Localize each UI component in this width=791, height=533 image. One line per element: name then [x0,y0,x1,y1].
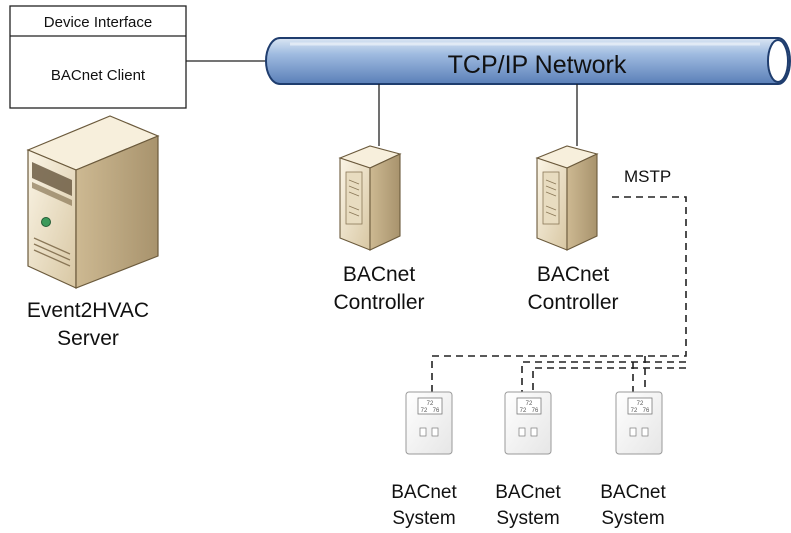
system-1-small-left: 72 [421,408,428,414]
system-2-small-left: 72 [520,408,527,414]
system-3-small-left: 72 [631,408,638,414]
controller-1-label-line2: Controller [333,291,424,314]
system-1-label-line1: BACnet [391,482,457,503]
system-2-label-line2: System [496,508,559,529]
system-3-small-right: 76 [643,408,650,414]
controller-2-icon [535,145,599,251]
controller-1-label-line1: BACnet [343,263,416,286]
tcpip-network-pipe: TCP/IP Network [265,37,791,85]
mstp-label: MSTP [624,167,671,186]
device-interface-box: Device Interface BACnet Client [9,5,187,109]
bacnet-system-3-icon: 72 72 76 [615,391,663,455]
server-label-line2: Server [57,327,119,350]
controller-1-icon [338,145,402,251]
system-2-display: 72 [526,401,533,407]
bacnet-client-label: BACnet Client [51,67,146,84]
controller-2-label-line1: BACnet [537,263,610,286]
system-3-display: 72 [637,401,644,407]
server-icon [26,115,160,289]
controller-2-label-line2: Controller [527,291,618,314]
system-1-label-line2: System [392,508,455,529]
system-2-small-right: 76 [532,408,539,414]
mstp-bus [431,196,687,392]
system-3-label-line2: System [601,508,664,529]
device-interface-header: Device Interface [44,14,152,31]
network-label: TCP/IP Network [448,51,627,79]
system-2-label-line1: BACnet [495,482,561,503]
bacnet-system-2-icon: 72 72 76 [504,391,552,455]
server-label-line1: Event2HVAC [27,299,149,322]
bacnet-system-1-icon: 72 72 76 [405,391,453,455]
system-1-display: 72 [427,401,434,407]
system-1-small-right: 76 [433,408,440,414]
system-3-label-line1: BACnet [600,482,666,503]
